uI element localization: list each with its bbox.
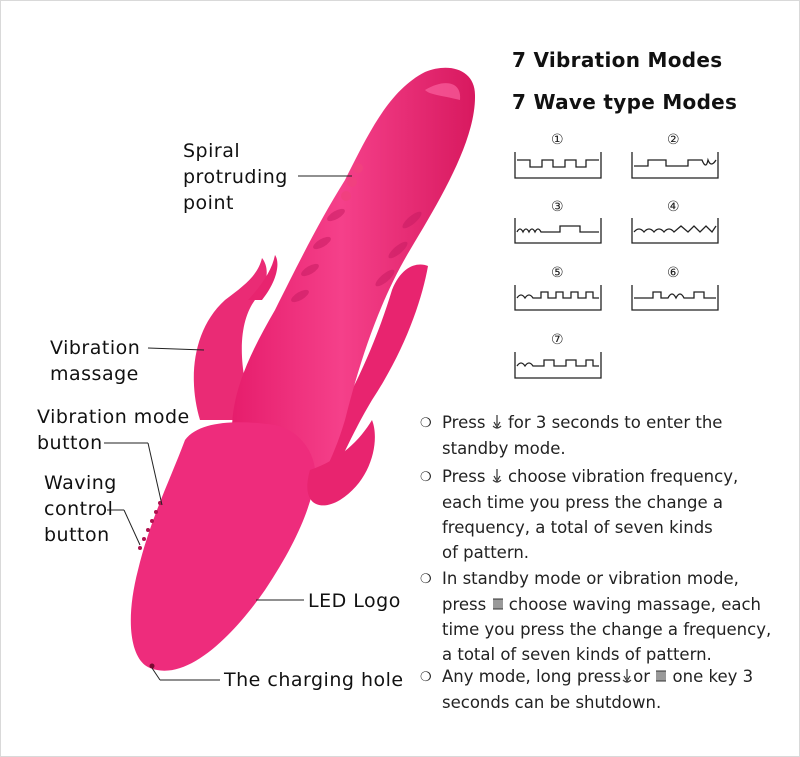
vibration-button-icon — [622, 669, 632, 683]
callout-waving-line3: button — [44, 524, 110, 546]
wave-pattern-3 — [514, 218, 602, 244]
callout-waving-line2: control — [44, 498, 114, 520]
wave-pattern-2 — [631, 152, 719, 179]
instruction-4-d: seconds can be shutdown. — [442, 693, 662, 712]
vibration-button-icon — [492, 415, 502, 429]
callout-charging-hole: The charging hole — [224, 669, 404, 691]
instruction-3-a: In standby mode or vibration mode, — [442, 569, 739, 588]
title-wave-modes: 7 Wave type Modes — [512, 90, 738, 114]
inner-arm-tip — [248, 255, 278, 300]
instruction-3-d: time you press the change a frequency, — [442, 620, 772, 639]
instruction-3: ❍ In standby mode or vibration mode, pres… — [420, 566, 790, 667]
callout-vibration-massage-line2: massage — [50, 363, 139, 385]
wave-button-icon — [492, 598, 503, 610]
instruction-2-b: choose vibration frequency, — [507, 467, 739, 486]
instruction-4-a: Any mode, long press — [442, 667, 622, 686]
callout-spiral-line3: point — [183, 192, 234, 214]
shaft — [232, 67, 476, 520]
wave-pattern-5 — [514, 285, 602, 311]
callout-waving-control-button: Waving control button — [44, 470, 117, 548]
wave-pattern-number-2: ② — [667, 132, 680, 148]
instruction-2-a: Press — [442, 467, 486, 486]
instruction-1-a: Press — [442, 413, 486, 432]
instruction-3-b: press — [442, 595, 487, 614]
wave-pattern-1 — [514, 152, 602, 179]
instruction-2-c: each time you press the change a — [442, 493, 724, 512]
inner-arm — [193, 258, 267, 420]
callout-spiral-line2: protruding — [183, 166, 288, 188]
instruction-4-c: one key 3 — [672, 667, 754, 686]
callout-vibration-mode-button-line1: Vibration mode — [37, 406, 190, 428]
wave-pattern-4 — [631, 218, 719, 244]
wave-button-icon — [656, 670, 667, 682]
wave-pattern-number-1: ① — [551, 132, 564, 148]
charging-hole-dot — [149, 663, 155, 669]
callout-vibration-massage-line1: Vibration — [50, 337, 141, 359]
spiral-bumps — [341, 163, 363, 201]
instruction-2-e: of pattern. — [442, 543, 530, 562]
wave-pattern-number-5: ⑤ — [551, 265, 564, 281]
handle-front-arm — [307, 420, 375, 506]
bullet-icon: ❍ — [420, 470, 432, 485]
wave-pattern-6 — [631, 285, 719, 311]
handle — [130, 422, 316, 671]
outer-arm — [320, 264, 428, 490]
instruction-1-b: for 3 seconds to enter the — [507, 413, 723, 432]
instruction-3-c: choose waving massage, each — [508, 595, 761, 614]
instruction-2: ❍ Press choose vibration frequency, each … — [420, 464, 790, 565]
bullet-icon: ❍ — [420, 572, 432, 587]
instruction-2-d: frequency, a total of seven kinds — [442, 518, 713, 537]
instruction-1-c: standby mode. — [442, 439, 566, 458]
shaft-ridges — [291, 208, 422, 303]
callout-vibration-mode-button: Vibration mode button — [37, 404, 190, 456]
wave-pattern-number-7: ⑦ — [551, 332, 564, 348]
callout-led-logo: LED Logo — [308, 590, 401, 612]
callout-spiral-line1: Spiral — [183, 140, 241, 162]
vibration-button-icon — [492, 469, 502, 483]
callout-vibration-mode-button-line2: button — [37, 432, 103, 454]
shaft-highlight — [425, 83, 461, 100]
bullet-icon: ❍ — [420, 670, 432, 685]
wave-pattern-number-3: ③ — [551, 199, 564, 215]
instruction-1: ❍ Press for 3 seconds to enter the standb… — [420, 410, 790, 461]
wave-pattern-7 — [514, 352, 602, 379]
bullet-icon: ❍ — [420, 416, 432, 431]
instruction-4-b: or — [633, 667, 651, 686]
callout-vibration-massage: Vibration massage — [50, 335, 140, 387]
wave-pattern-number-4: ④ — [667, 199, 680, 215]
callout-waving-line1: Waving — [44, 472, 117, 494]
instruction-4: ❍ Any mode, long press or one key 3 second… — [420, 664, 790, 715]
instruction-3-e: a total of seven kinds of pattern. — [442, 645, 712, 664]
title-vibration-modes: 7 Vibration Modes — [512, 48, 723, 72]
wave-pattern-number-6: ⑥ — [667, 265, 680, 281]
callout-spiral: Spiral protruding point — [183, 138, 288, 216]
